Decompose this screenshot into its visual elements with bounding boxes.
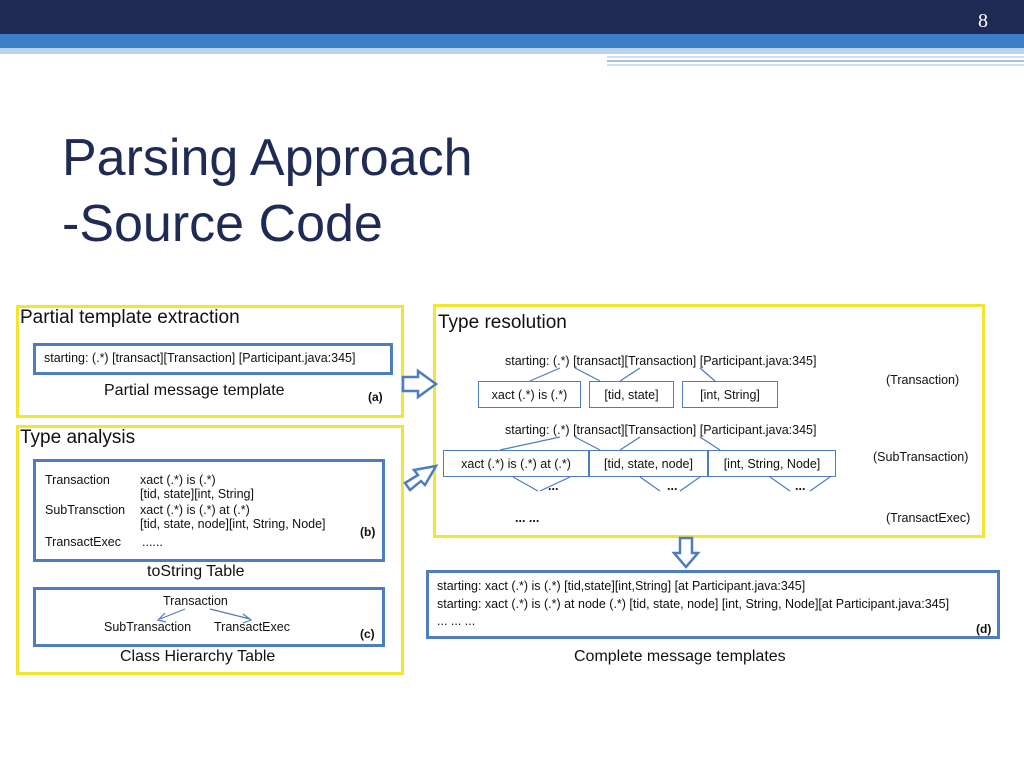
complete-templates-box	[426, 570, 1000, 639]
partial-template-text: starting: (.*) [transact][Transaction] […	[44, 351, 356, 365]
hierarchy-edge-left	[159, 608, 186, 620]
partial-extraction-heading: Partial template extraction	[20, 307, 240, 328]
resolution-row2-dots-3: ...	[795, 479, 806, 493]
header-band	[0, 34, 1024, 48]
row2-connector-1	[499, 436, 561, 451]
tag-b: (b)	[360, 525, 376, 539]
resolution-row1-fields-cell: [tid, state]	[589, 381, 674, 408]
tostring-types-transaction: [tid, state][int, String]	[140, 487, 254, 501]
header-bar	[0, 0, 1024, 34]
resolution-row1-types-cell: [int, String]	[682, 381, 778, 408]
complete-template-line-1: starting: xact (.*) is (.*) [tid,state][…	[437, 579, 806, 593]
tostring-pattern-subtransaction: xact (.*) is (.*) at (.*)	[140, 503, 250, 517]
type-analysis-heading: Type analysis	[20, 427, 136, 448]
arrow-analysis-to-resolution	[403, 464, 439, 492]
resolution-row3-label: (TransactExec)	[886, 511, 971, 525]
complete-template-line-2: starting: xact (.*) is (.*) at node (.*)…	[437, 597, 950, 611]
type-resolution-panel	[433, 304, 985, 538]
row1-connector-4	[699, 367, 716, 382]
type-resolution-heading: Type resolution	[438, 312, 567, 333]
tostring-class-transactexec: TransactExec	[45, 535, 121, 549]
header-stripes	[607, 54, 1024, 68]
title-line-2: -Source Code	[62, 195, 383, 253]
hierarchy-arrowhead-left	[156, 612, 167, 623]
resolution-row2-pattern-cell: xact (.*) is (.*) at (.*)	[443, 450, 589, 477]
row2-branch-3	[639, 476, 661, 492]
complete-templates-caption: Complete message templates	[574, 648, 786, 665]
resolution-row1-pattern-cell: xact (.*) is (.*)	[478, 381, 581, 408]
tostring-caption: toString Table	[147, 563, 245, 580]
resolution-row1-header: starting: (.*) [transact][Transaction] […	[505, 354, 817, 368]
hierarchy-root: Transaction	[163, 594, 228, 608]
resolution-row1-label: (Transaction)	[886, 373, 960, 387]
arrow-resolution-to-complete	[671, 536, 701, 569]
tostring-class-subtransaction: SubTransction	[45, 503, 126, 517]
tag-c: (c)	[360, 627, 375, 641]
row1-connector-3	[619, 367, 641, 382]
tag-d: (d)	[976, 622, 992, 636]
resolution-row2-header: starting: (.*) [transact][Transaction] […	[505, 423, 817, 437]
partial-template-caption: Partial message template	[104, 382, 285, 399]
row2-branch-1	[512, 476, 539, 492]
arrow-a-to-resolution	[401, 368, 439, 400]
slide-number: 8	[978, 10, 988, 32]
header-band-light	[0, 48, 1024, 54]
resolution-row2-label: (SubTransaction)	[873, 450, 969, 464]
row2-branch-6	[809, 476, 831, 492]
row1-connector-1	[529, 367, 561, 382]
tostring-pattern-transaction: xact (.*) is (.*)	[140, 473, 216, 487]
tag-a: (a)	[368, 390, 383, 404]
hierarchy-child-right: TransactExec	[214, 620, 290, 634]
partial-template-box	[33, 343, 393, 375]
class-hierarchy-table	[33, 587, 385, 647]
resolution-row3-dots: ... ...	[515, 511, 540, 525]
row1-connector-2	[574, 367, 601, 382]
title-line-1: Parsing Approach	[62, 129, 473, 187]
slide-title: Parsing Approach -Source Code	[62, 125, 473, 257]
resolution-row2-dots-1: ...	[548, 479, 559, 493]
complete-template-line-3: ... ... ...	[437, 614, 476, 628]
hierarchy-arrowhead-right	[242, 613, 253, 624]
hierarchy-edge-right	[209, 608, 251, 620]
resolution-row2-dots-2: ...	[667, 479, 678, 493]
row2-connector-4	[699, 436, 721, 451]
hierarchy-caption: Class Hierarchy Table	[120, 648, 276, 665]
hierarchy-child-left: SubTransaction	[104, 620, 192, 634]
tostring-types-subtransaction: [tid, state, node][int, String, Node]	[140, 517, 326, 531]
resolution-row2-fields-cell: [tid, state, node]	[589, 450, 708, 477]
row2-connector-2	[574, 436, 601, 451]
row2-branch-2	[539, 476, 571, 492]
row2-connector-3	[619, 436, 641, 451]
tostring-table	[33, 459, 385, 562]
resolution-row2-types-cell: [int, String, Node]	[708, 450, 836, 477]
row2-branch-5	[769, 476, 791, 492]
tostring-pattern-transactexec: ......	[142, 535, 163, 549]
tostring-class-transaction: Transaction	[45, 473, 110, 487]
row2-branch-4	[679, 476, 701, 492]
